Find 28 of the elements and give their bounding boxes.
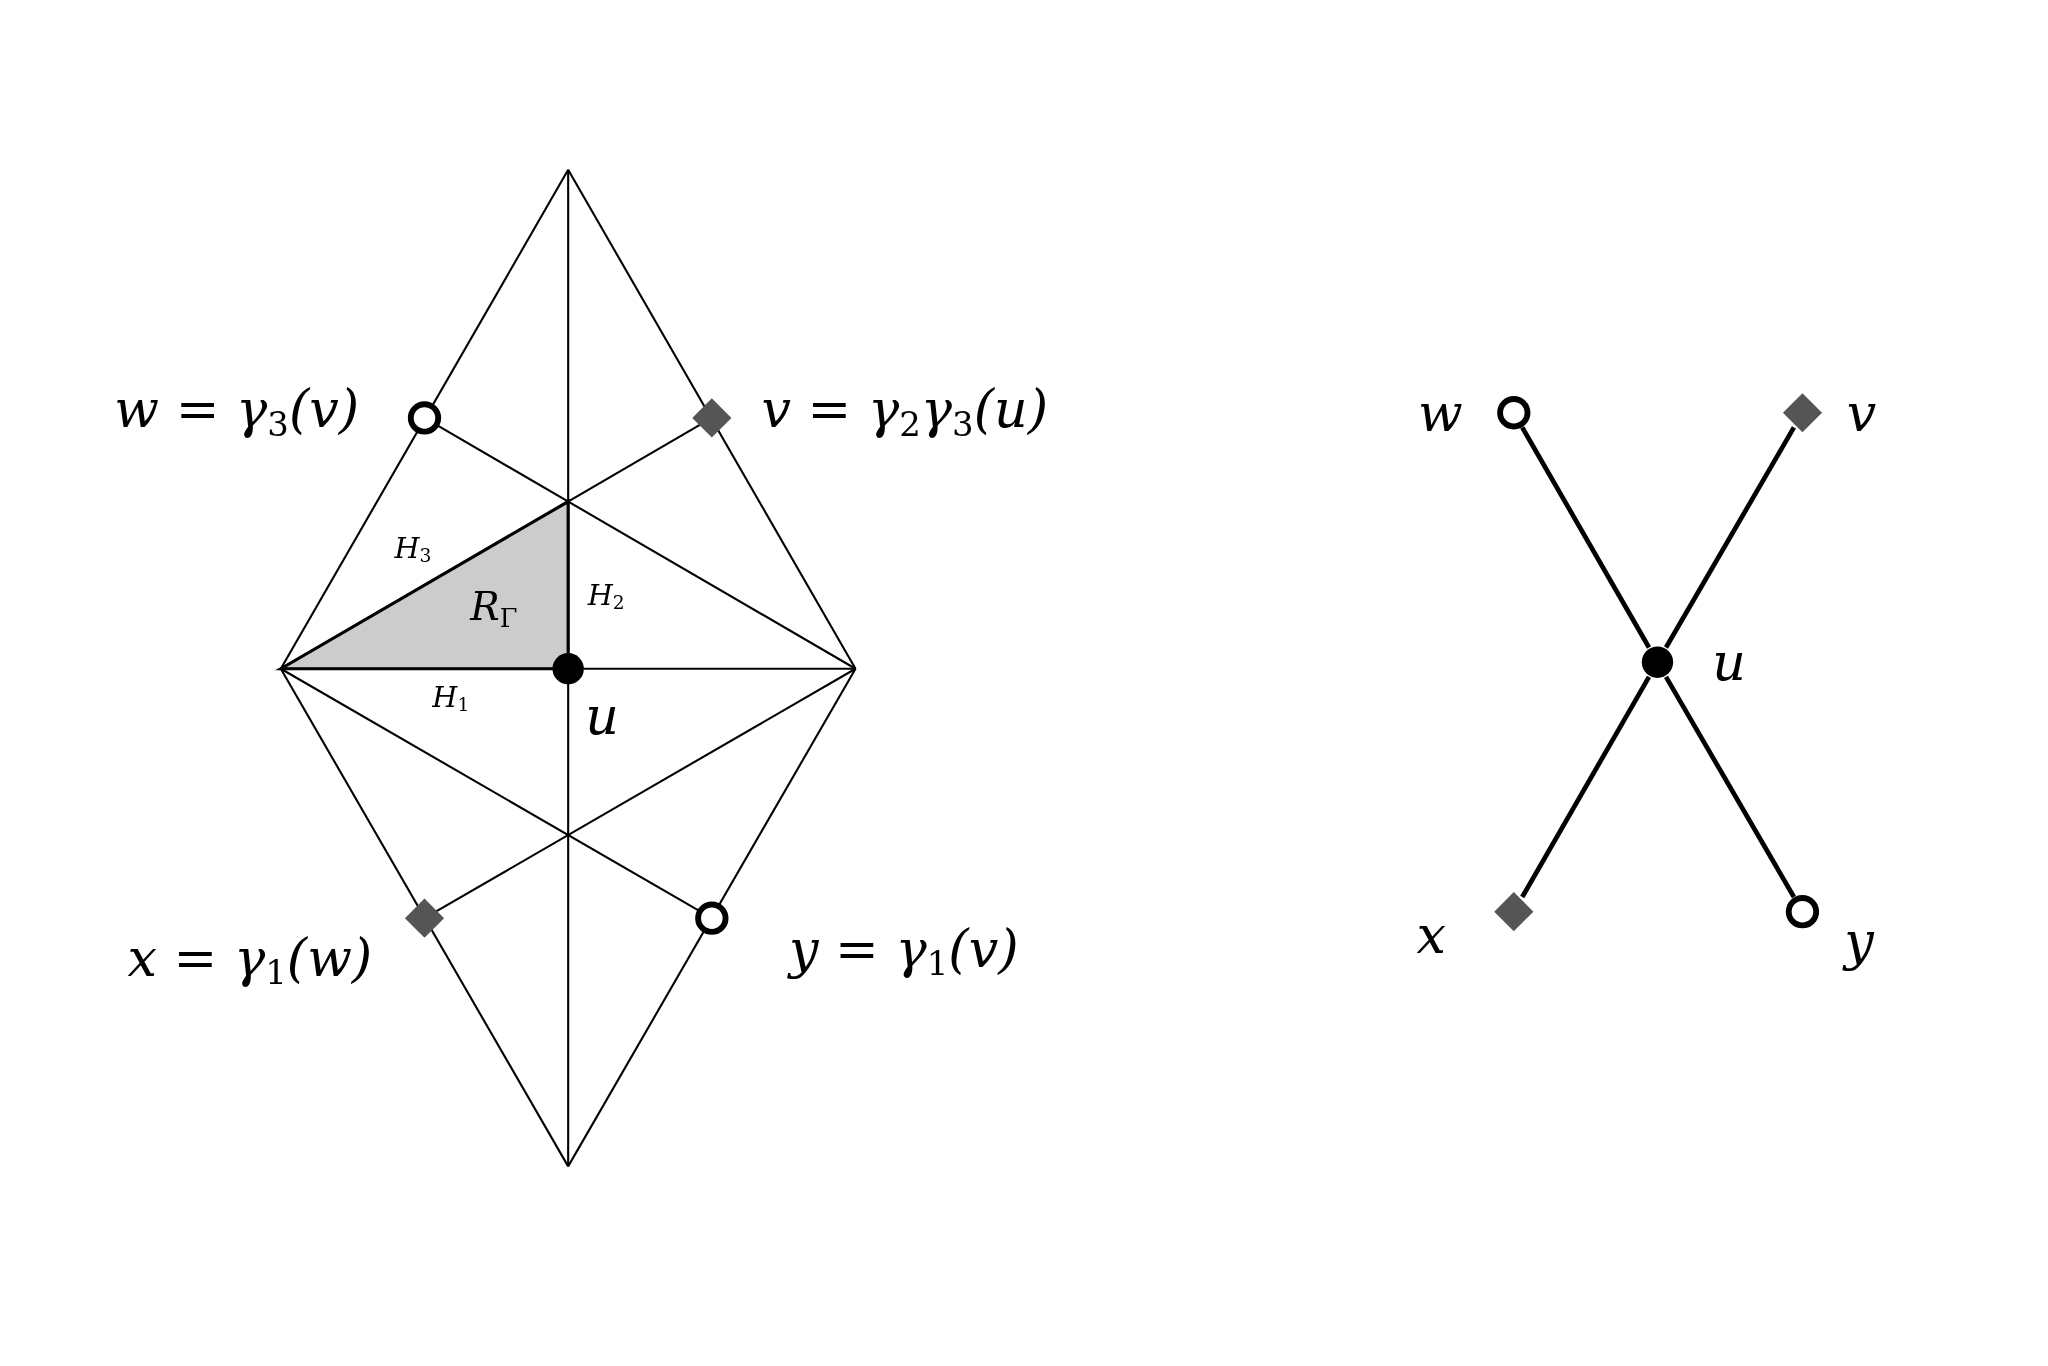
edge-line bbox=[1520, 675, 1652, 899]
filled-dot-marker bbox=[552, 653, 584, 685]
edge-line bbox=[1663, 426, 1796, 649]
diamond-marker bbox=[692, 398, 732, 438]
point-label: x bbox=[1416, 904, 1446, 968]
open-circle-marker bbox=[694, 901, 729, 936]
diamond-marker bbox=[1782, 393, 1823, 433]
point-label: y bbox=[1844, 909, 1874, 973]
point-label: u bbox=[585, 684, 619, 748]
region-label: R$_{Γ}$ bbox=[470, 582, 518, 636]
hyperplane-label: H$_{1}$ bbox=[432, 679, 470, 716]
point-label: w bbox=[1418, 381, 1463, 445]
edge-line bbox=[1520, 426, 1652, 649]
hyperplane-label: H$_{3}$ bbox=[394, 530, 432, 567]
open-circle-marker bbox=[407, 401, 442, 435]
point-label: y = γ$_{1}$(v) bbox=[788, 917, 1019, 981]
point-label: v = γ$_{2}$γ$_{3}$(u) bbox=[761, 377, 1049, 442]
edge-line bbox=[1663, 675, 1796, 899]
point-label: u bbox=[1712, 631, 1746, 695]
diamond-marker bbox=[1494, 892, 1534, 932]
hyperplane-label: H$_{2}$ bbox=[587, 577, 625, 614]
diamond-marker bbox=[404, 898, 445, 938]
filled-dot-marker bbox=[1641, 646, 1674, 678]
point-label: x = γ$_{1}$(w) bbox=[127, 926, 373, 991]
point-label: w = γ$_{3}$(v) bbox=[114, 377, 360, 442]
open-circle-marker bbox=[1785, 894, 1820, 929]
open-circle-marker bbox=[1496, 395, 1531, 430]
point-label: v bbox=[1846, 381, 1877, 445]
